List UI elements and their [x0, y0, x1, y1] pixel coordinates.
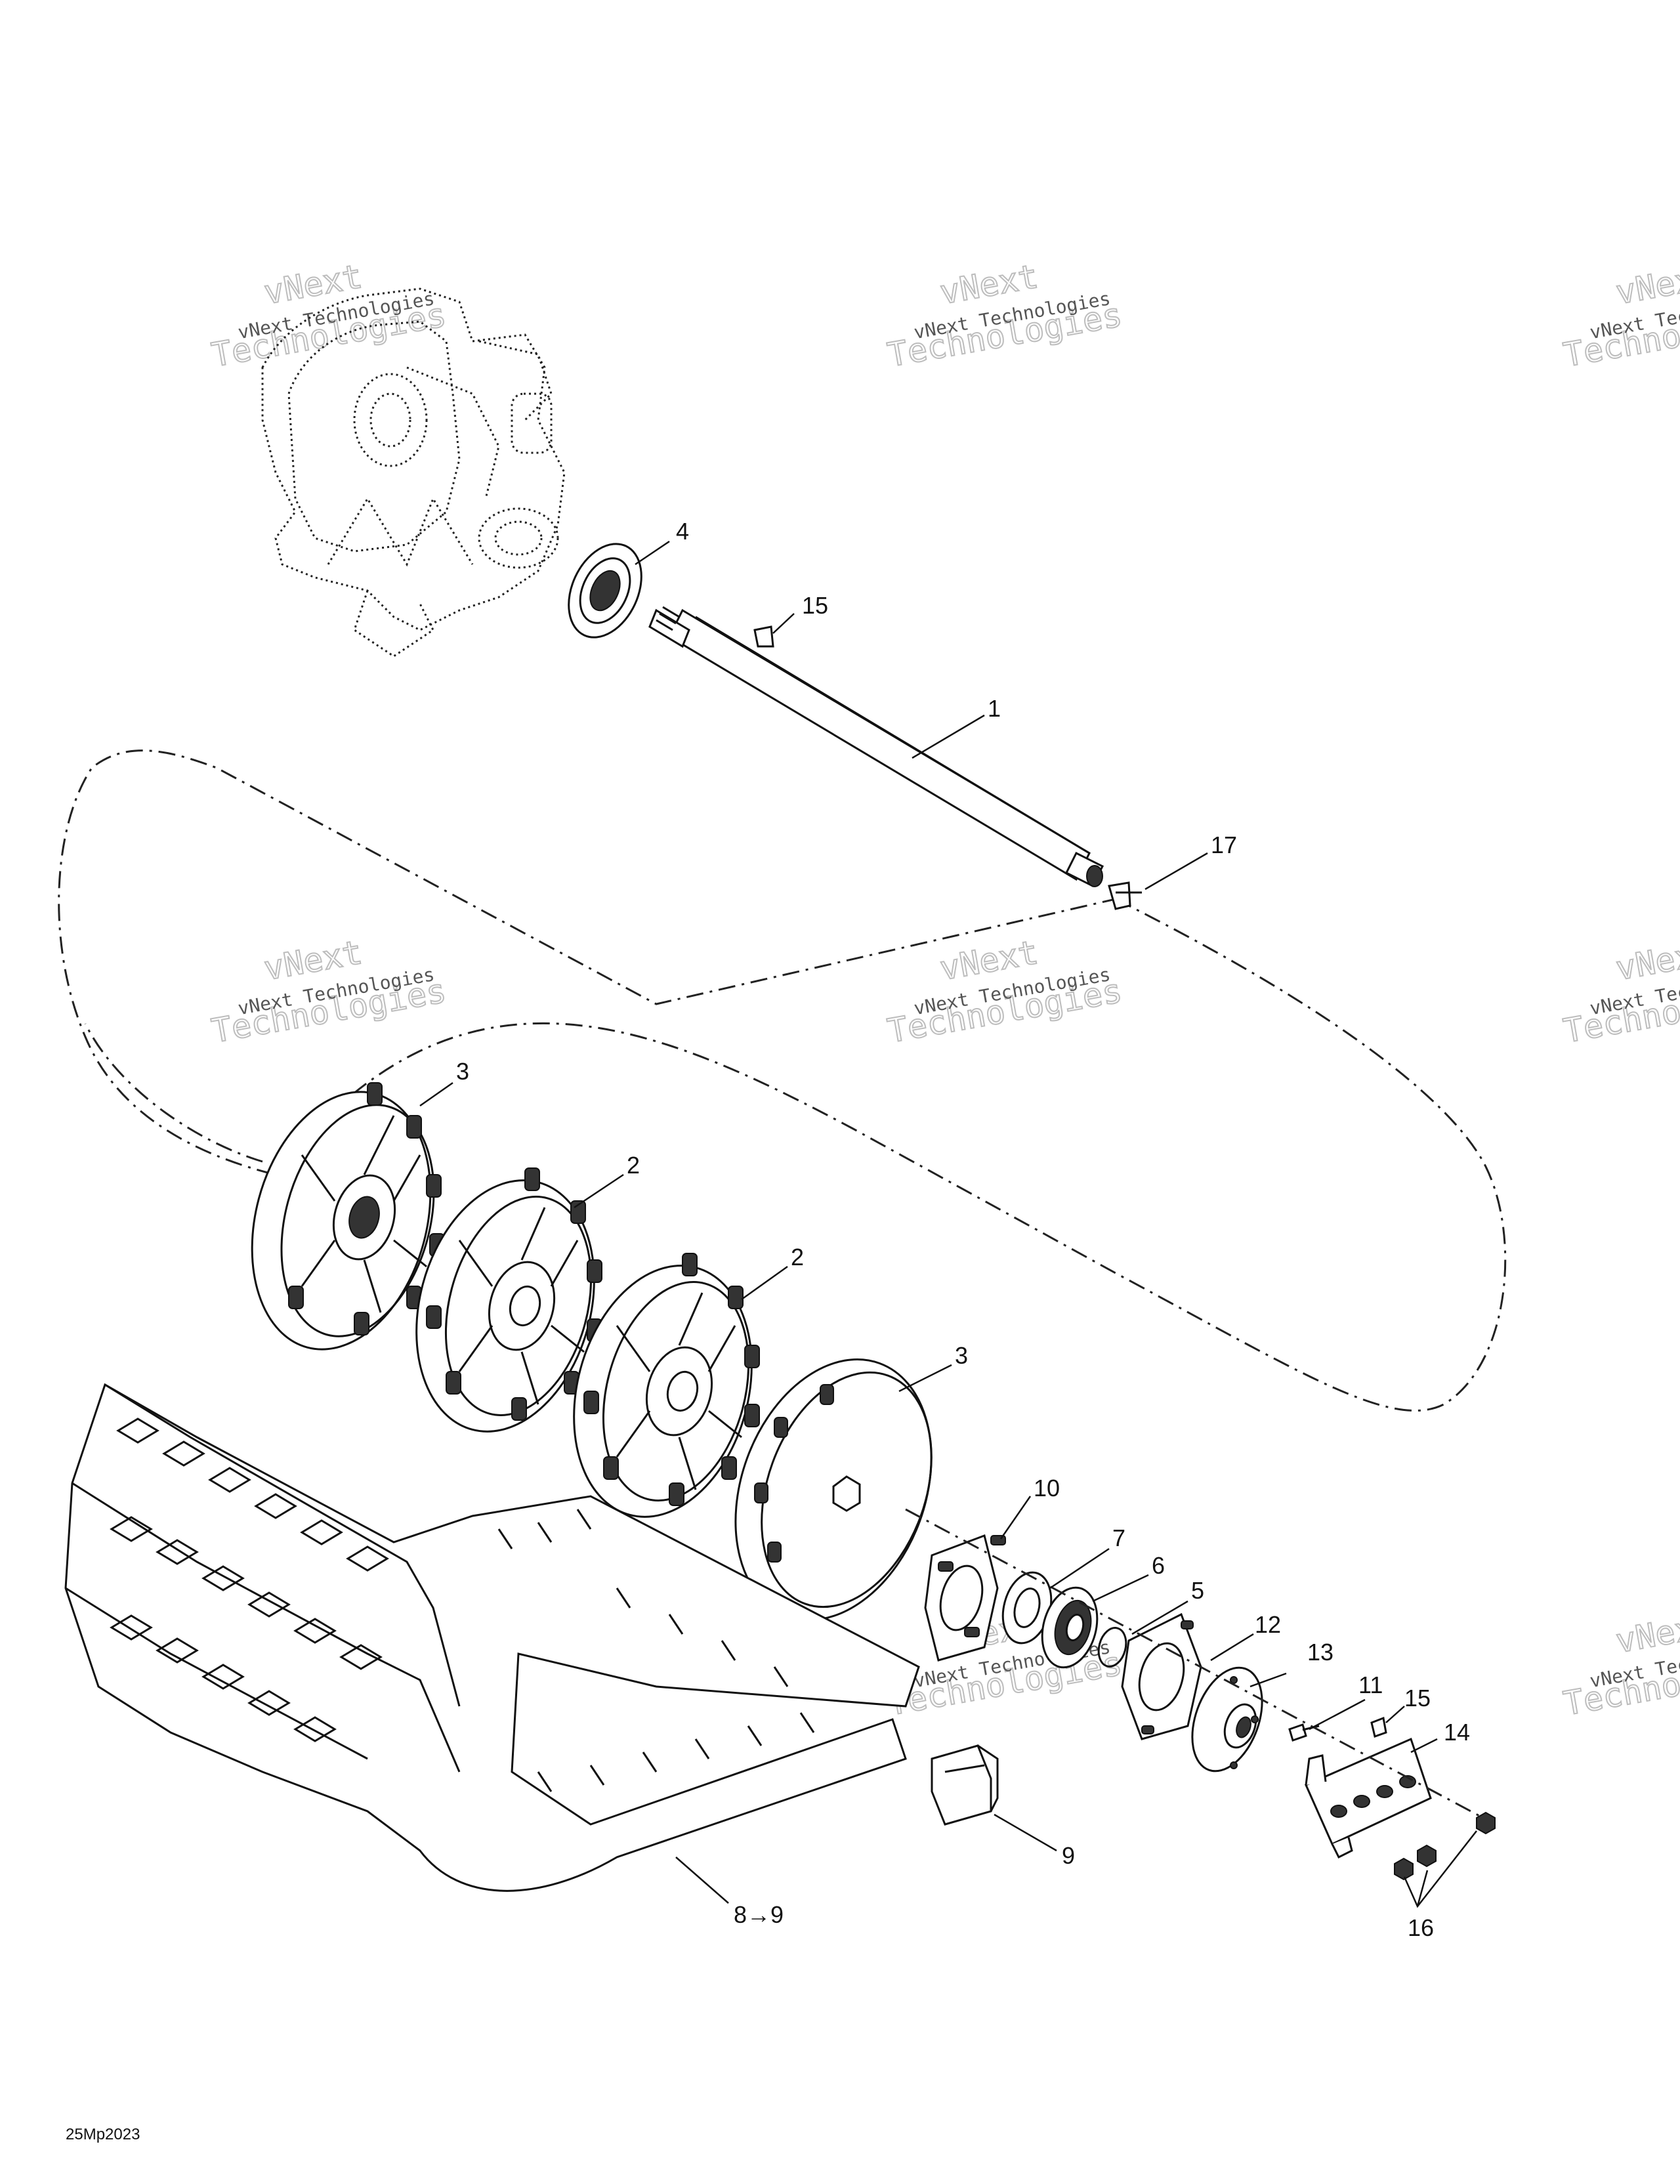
callout-11: 11	[1358, 1671, 1383, 1698]
bearing-housing-outer	[1121, 1612, 1202, 1740]
nut-part	[1394, 1811, 1496, 1881]
drawing-code: 25Mp2023	[66, 2126, 140, 2143]
callout-14: 14	[1444, 1719, 1470, 1746]
assembly-axis-line	[905, 1508, 1484, 1819]
callout-8-to-9: 8→9	[734, 1901, 784, 1928]
hub-plate-part	[1191, 1666, 1263, 1773]
track-loop-inner	[84, 1023, 263, 1163]
sprocket-outer-right	[734, 1358, 933, 1621]
callout-3-bottom: 3	[955, 1342, 968, 1369]
svg-text:vNext: vNext	[1613, 257, 1680, 312]
track-part	[64, 1383, 920, 1892]
axle-splines	[656, 606, 680, 631]
callout-2-second: 2	[791, 1244, 804, 1270]
svg-text:vNext: vNext	[1613, 1606, 1680, 1660]
circlip-part-top	[753, 625, 774, 648]
callout-15-bottom: 15	[1404, 1685, 1431, 1712]
callout-1: 1	[988, 695, 1001, 722]
sprocket-outer-left	[251, 1082, 445, 1351]
watermark-mid-left: vNext Technologies vNext Technologies	[208, 933, 450, 1051]
watermark-top-center: vNext Technologies vNext Technologies	[884, 257, 1125, 375]
watermark-top-left: vNext Technologies vNext Technologies	[208, 257, 450, 375]
bracket-part	[1305, 1737, 1432, 1859]
watermark-mid-right: vNext Technologies vNext Technologies	[1560, 933, 1680, 1051]
watermark-mid-center: vNext Technologies vNext Technologies	[884, 933, 1125, 1051]
washer-part	[1001, 1571, 1053, 1645]
sprocket-inner-second	[573, 1253, 760, 1518]
bearing-part	[1041, 1586, 1099, 1669]
sprocket-teeth	[583, 1253, 760, 1506]
callout-3-top: 3	[456, 1058, 469, 1085]
callout-7: 7	[1112, 1524, 1125, 1551]
callout-5: 5	[1191, 1577, 1204, 1604]
watermark-low-right: vNext Technologies vNext Technologies	[1560, 1605, 1680, 1724]
track-loop-outline	[58, 749, 1507, 1412]
callout-2-first: 2	[627, 1152, 640, 1179]
seal-part	[568, 543, 642, 639]
callout-17: 17	[1211, 831, 1237, 858]
track-lugs	[110, 1418, 389, 1742]
callout-9: 9	[1062, 1842, 1075, 1869]
callout-15-top: 15	[802, 592, 828, 619]
callout-labels: 4 15 1 17 3 2 2 3 10 7 6 5 12 13 11 15 1…	[456, 518, 1470, 1941]
clip-part	[931, 1744, 999, 1826]
callout-12: 12	[1255, 1611, 1281, 1638]
callout-10: 10	[1034, 1475, 1060, 1502]
callout-16: 16	[1408, 1914, 1434, 1941]
callout-4: 4	[676, 518, 689, 545]
pin-part	[1108, 881, 1142, 910]
circlip-part-bottom	[1370, 1716, 1387, 1738]
track-windows	[497, 1509, 815, 1792]
svg-text:vNext: vNext	[1613, 933, 1680, 988]
chaincase-housing	[261, 287, 566, 658]
leader-lines	[419, 540, 1477, 1908]
bearing-housing-inner	[924, 1534, 1006, 1662]
ring-part	[1097, 1627, 1127, 1668]
callout-6: 6	[1152, 1552, 1165, 1579]
callout-13: 13	[1307, 1639, 1334, 1666]
watermark-top-right: vNext Technologies vNext Technologies	[1560, 257, 1680, 375]
drive-axle-part	[648, 606, 1104, 888]
watermarks: vNext Technologies vNext Technologies vN…	[208, 257, 1680, 1724]
